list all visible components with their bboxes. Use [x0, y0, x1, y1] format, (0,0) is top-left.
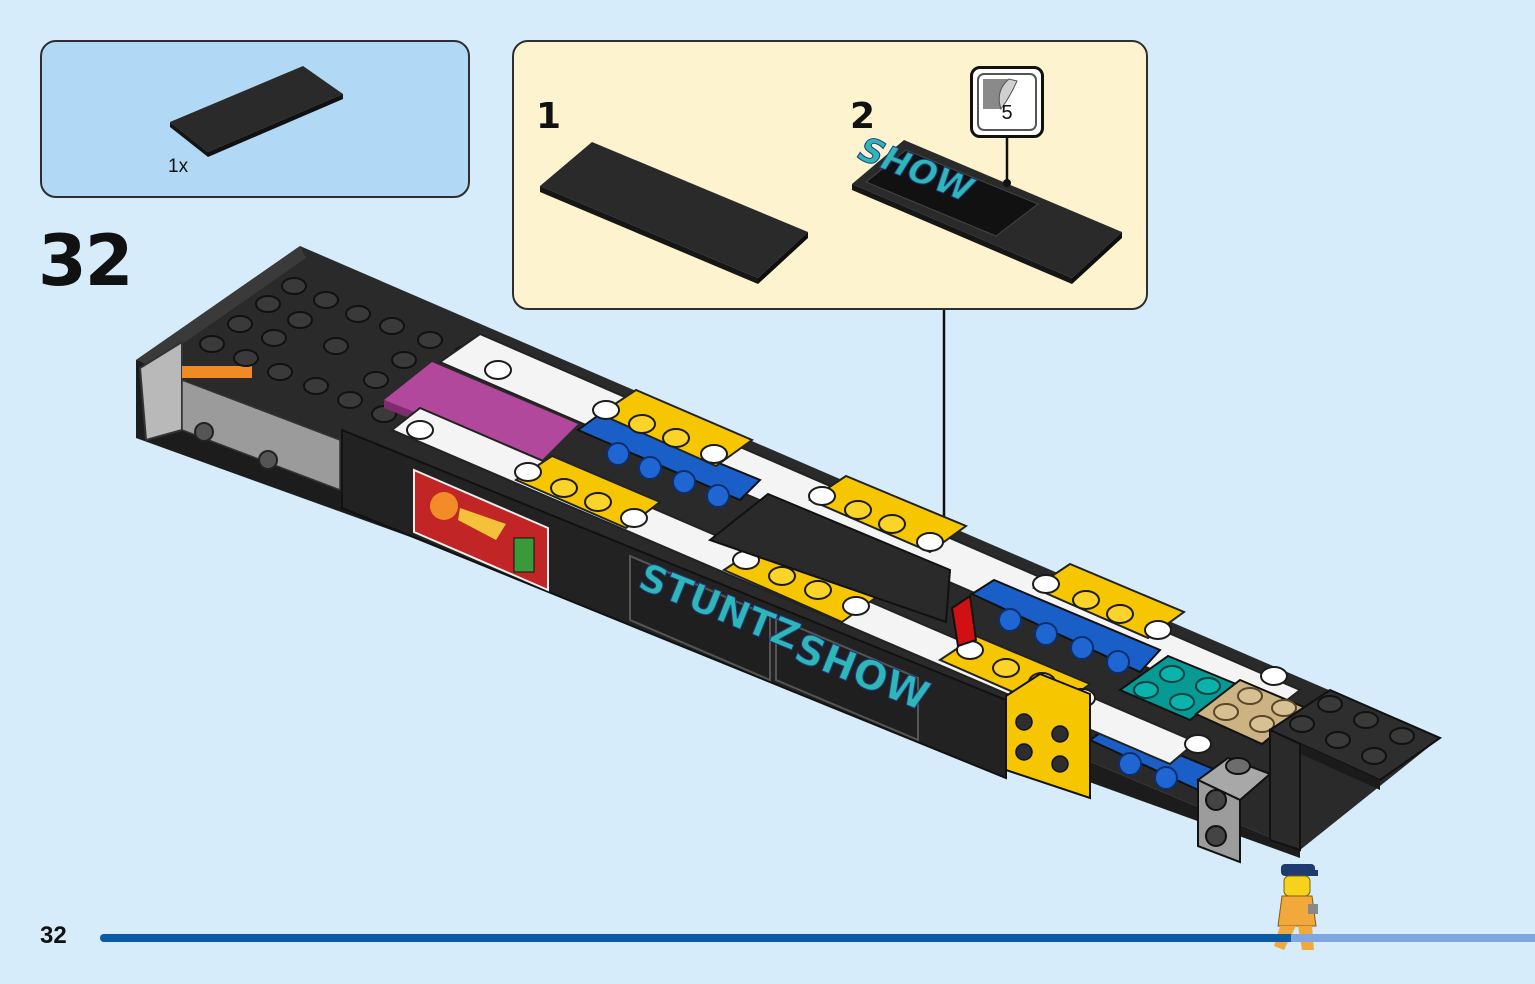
parts-count-label: 1x — [168, 156, 189, 177]
sticker-number: 5 — [1001, 102, 1013, 124]
sticker-tag-frame: 5 — [977, 73, 1037, 131]
step-number: 32 — [38, 220, 133, 302]
page-number: 32 — [40, 922, 67, 949]
progress-bar — [100, 934, 1535, 942]
progress-bar-fill — [100, 934, 1292, 942]
substep-label-1: 1 — [536, 96, 562, 137]
substep-label-2: 2 — [850, 96, 876, 137]
sticker-reference-tag: 5 — [970, 66, 1044, 138]
sticker-peel-icon — [983, 78, 1018, 111]
